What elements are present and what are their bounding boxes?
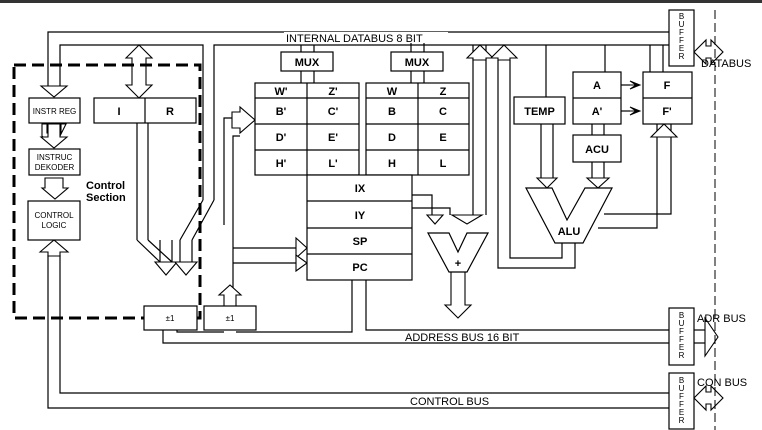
svg-text:U: U — [679, 319, 685, 328]
svg-text:CONTROL: CONTROL — [34, 211, 74, 220]
svg-text:F: F — [679, 335, 684, 344]
svg-text:B: B — [388, 106, 396, 118]
control-logic: CONTROL LOGIC — [27, 200, 81, 241]
incdec-2: ±1 — [203, 305, 257, 331]
main-register-file: W Z B C D E H L — [365, 82, 470, 176]
svg-text:E: E — [679, 408, 684, 417]
internal-databus-label: INTERNAL DATABUS 8 BIT — [286, 33, 423, 45]
alt-register-file: W' Z' B' C' D' E' H' L' — [254, 82, 360, 176]
svg-text:R: R — [679, 52, 685, 61]
svg-text:R: R — [166, 106, 174, 118]
svg-text:LOGIC: LOGIC — [42, 221, 67, 230]
svg-text:±1: ±1 — [226, 314, 235, 323]
svg-text:B: B — [679, 12, 684, 21]
svg-text:L: L — [440, 158, 447, 170]
svg-text:A': A' — [592, 106, 603, 118]
instr-reg: INSTR REG — [28, 97, 81, 124]
control-section-border — [12, 63, 202, 320]
svg-text:+: + — [455, 258, 461, 270]
svg-text:DEKODER: DEKODER — [35, 163, 75, 172]
alu: ALU — [525, 187, 613, 244]
i-r-register: I R — [93, 97, 197, 124]
svg-text:I: I — [117, 106, 120, 118]
instruction-decoder: INSTRUC DEKODER — [28, 148, 81, 176]
svg-text:H: H — [388, 158, 396, 170]
top-border — [0, 0, 762, 3]
svg-text:L': L' — [328, 158, 338, 170]
svg-text:C: C — [439, 106, 447, 118]
control-buffer: B U F F E R — [668, 372, 695, 430]
address-adder: + — [426, 232, 490, 273]
svg-text:IY: IY — [355, 210, 366, 222]
svg-text:F: F — [679, 400, 684, 409]
svg-text:ACU: ACU — [585, 144, 609, 156]
svg-text:U: U — [679, 20, 685, 29]
svg-text:W': W' — [275, 86, 288, 98]
address-buffer: B U F F E R — [668, 307, 695, 366]
svg-text:MUX: MUX — [295, 57, 320, 69]
svg-text:F: F — [679, 36, 684, 45]
control-section-label-2: Section — [86, 192, 126, 204]
svg-text:E: E — [679, 343, 684, 352]
svg-text:W: W — [387, 86, 398, 98]
mux-main: MUX — [390, 51, 444, 72]
acu: ACU — [572, 134, 622, 163]
bus-lines — [47, 31, 705, 409]
svg-text:INSTR REG: INSTR REG — [33, 107, 77, 116]
svg-text:C': C' — [328, 106, 339, 118]
bus-arrows — [38, 38, 724, 412]
svg-text:±1: ±1 — [166, 314, 175, 323]
svg-text:TEMP: TEMP — [524, 106, 555, 118]
con-bus-label: CON BUS — [697, 377, 747, 389]
mux-alt: MUX — [280, 51, 334, 72]
svg-text:F: F — [679, 28, 684, 37]
databus-label: DATABUS — [701, 58, 751, 70]
svg-text:F: F — [679, 327, 684, 336]
control-section-label: Control — [86, 180, 125, 192]
address-bus-label: ADDRESS BUS 16 BIT — [405, 332, 520, 344]
svg-text:B': B' — [276, 106, 287, 118]
svg-text:D': D' — [276, 132, 287, 144]
svg-text:ALU: ALU — [558, 226, 581, 238]
svg-text:F: F — [664, 80, 671, 92]
svg-text:R: R — [679, 416, 685, 425]
flags-register: F F' — [642, 71, 693, 125]
control-bus-label: CONTROL BUS — [410, 396, 489, 408]
svg-text:IX: IX — [355, 183, 366, 195]
svg-text:E': E' — [328, 132, 338, 144]
svg-text:E: E — [679, 44, 684, 53]
svg-text:E: E — [439, 132, 446, 144]
svg-text:U: U — [679, 384, 685, 393]
svg-text:H': H' — [276, 158, 287, 170]
svg-text:INSTRUC: INSTRUC — [37, 153, 73, 162]
data-buffer: B U F F E R — [668, 9, 695, 67]
svg-text:PC: PC — [352, 262, 367, 274]
temp-register: TEMP — [513, 96, 566, 125]
index-registers: IX IY SP PC — [306, 174, 413, 281]
svg-text:B: B — [679, 311, 684, 320]
incdec-1: ±1 — [143, 305, 198, 331]
accumulator: A A' — [572, 71, 622, 125]
svg-text:SP: SP — [353, 236, 368, 248]
svg-text:B: B — [679, 376, 684, 385]
svg-text:MUX: MUX — [405, 57, 430, 69]
svg-text:A: A — [593, 80, 601, 92]
svg-text:Z: Z — [440, 86, 447, 98]
svg-text:Z': Z' — [328, 86, 338, 98]
adr-bus-label: ADR BUS — [697, 313, 746, 325]
svg-text:D: D — [388, 132, 396, 144]
svg-text:F: F — [679, 392, 684, 401]
svg-text:R: R — [679, 351, 685, 360]
svg-text:F': F' — [662, 106, 672, 118]
